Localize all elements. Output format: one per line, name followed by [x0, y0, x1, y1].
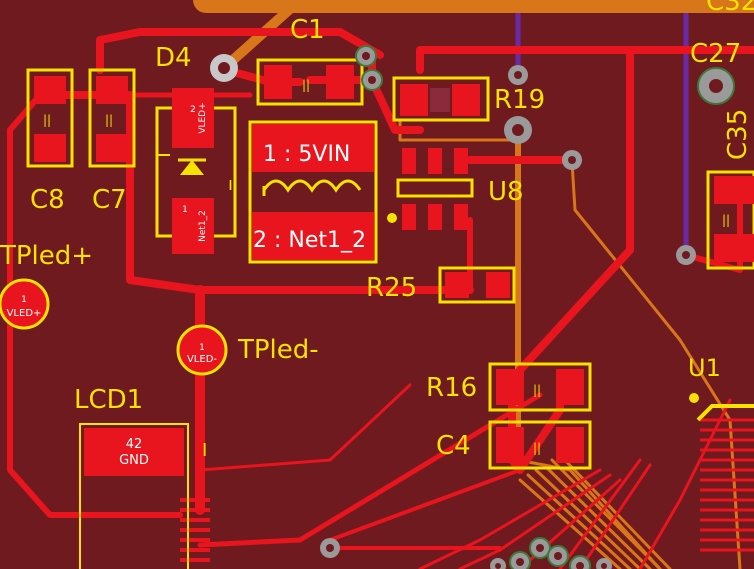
- tpled-plus-net: VLED+: [7, 308, 42, 319]
- u1-pin-fanout: [700, 418, 754, 552]
- r25-label: R25: [366, 273, 417, 303]
- lcd1-label: LCD1: [74, 385, 143, 415]
- c4-footprint[interactable]: ||: [488, 420, 592, 470]
- via: [320, 538, 340, 558]
- tpled-minus-testpoint[interactable]: [176, 324, 228, 376]
- tpled-plus-pin-number: 1: [21, 295, 27, 305]
- c7-label: C7: [92, 185, 127, 215]
- d4-pin2-net: VLED+: [198, 102, 208, 133]
- u8-footprint[interactable]: [387, 148, 474, 230]
- c35-footprint[interactable]: ||: [706, 170, 754, 270]
- svg-text:||: ||: [533, 383, 541, 397]
- tpled-minus-pin-number: 1: [199, 343, 205, 353]
- c35-label: C35: [723, 109, 753, 160]
- svg-text:||: ||: [722, 213, 730, 227]
- c1-label: C1: [290, 15, 325, 45]
- d4-pin2-number: 2: [190, 105, 196, 115]
- via: [508, 65, 528, 85]
- d4-pin1-number: 1: [182, 205, 188, 215]
- r19-footprint[interactable]: [392, 76, 490, 122]
- via: [676, 245, 696, 265]
- r25-footprint[interactable]: [438, 266, 516, 304]
- via: [697, 67, 735, 105]
- c4-label: C4: [436, 431, 471, 461]
- svg-text:||: ||: [302, 78, 310, 92]
- d4-label: D4: [155, 43, 192, 73]
- svg-text:||: ||: [533, 441, 541, 455]
- u1-label: U1: [688, 354, 721, 382]
- tpled-plus-label: TPled+: [0, 241, 93, 271]
- inductor-pin1-label: 1 : 5VIN: [263, 142, 350, 167]
- lcd1-pin-net: GND: [119, 453, 149, 468]
- d4-footprint[interactable]: [155, 88, 237, 254]
- c1-footprint[interactable]: ||: [256, 58, 364, 106]
- via: [547, 545, 569, 567]
- d4-pin1-net: Net1_2: [198, 210, 208, 242]
- u1-footprint-corner[interactable]: [689, 393, 754, 422]
- u8-label: U8: [488, 177, 524, 207]
- via: [529, 537, 551, 559]
- via: [490, 558, 506, 569]
- lcd1-pin-row: [180, 498, 210, 562]
- via: [210, 54, 238, 82]
- svg-text:||: ||: [105, 113, 113, 127]
- lcd1-pin-number: 42: [126, 437, 143, 452]
- c8-footprint[interactable]: ||: [26, 68, 74, 168]
- via: [504, 116, 532, 144]
- via: [569, 555, 591, 569]
- inductor-pin2-label: 2 : Net1_2: [253, 228, 366, 253]
- r16-footprint[interactable]: ||: [488, 362, 592, 412]
- d4-orientation-mark: ı: [228, 174, 233, 195]
- via: [355, 45, 377, 67]
- tpled-minus-label: TPled-: [237, 335, 319, 365]
- lcd1-footprint[interactable]: [79, 423, 189, 569]
- via-group: [210, 45, 735, 569]
- r16-label: R16: [426, 373, 477, 403]
- c7-footprint[interactable]: ||: [88, 68, 136, 168]
- r19-label: R19: [494, 85, 545, 115]
- via: [596, 558, 612, 569]
- inductor-footprint[interactable]: [248, 120, 378, 264]
- tpled-minus-net: VLED-: [187, 354, 217, 365]
- via: [562, 150, 582, 170]
- c8-label: C8: [30, 185, 65, 215]
- via: [361, 69, 383, 91]
- tpled-plus-testpoint[interactable]: [0, 278, 50, 330]
- lcd1-pin1-mark: I: [202, 440, 207, 461]
- c27-label: C27: [690, 39, 741, 69]
- via: [509, 551, 531, 569]
- c32-partial-label: C32: [706, 0, 754, 17]
- svg-text:||: ||: [43, 113, 51, 127]
